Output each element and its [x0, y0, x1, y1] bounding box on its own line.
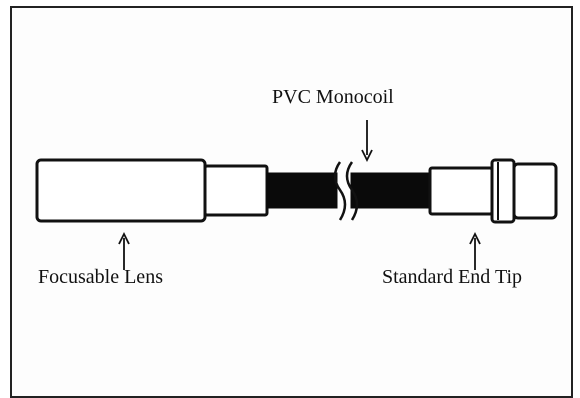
tip-arrow-head: [469, 231, 481, 245]
standard-end-tip-label: Standard End Tip: [382, 266, 523, 288]
pvc-monocoil-label: PVC Monocoil: [272, 86, 394, 108]
end-tip-ring: [490, 158, 516, 224]
end-tip-ferrule: [428, 166, 494, 216]
cable-right-segment: [350, 172, 431, 209]
focusable-lens-label: Focusable Lens: [38, 266, 163, 288]
lens-collar: [203, 164, 269, 217]
focusable-lens-body: [35, 158, 207, 223]
cable-left-segment: [266, 172, 338, 209]
cable-break-right: [345, 161, 359, 221]
pvc-arrow-head: [361, 149, 373, 163]
end-tip-cap: [512, 162, 558, 220]
cable-break-left: [333, 161, 347, 221]
lens-arrow-head: [118, 231, 130, 245]
